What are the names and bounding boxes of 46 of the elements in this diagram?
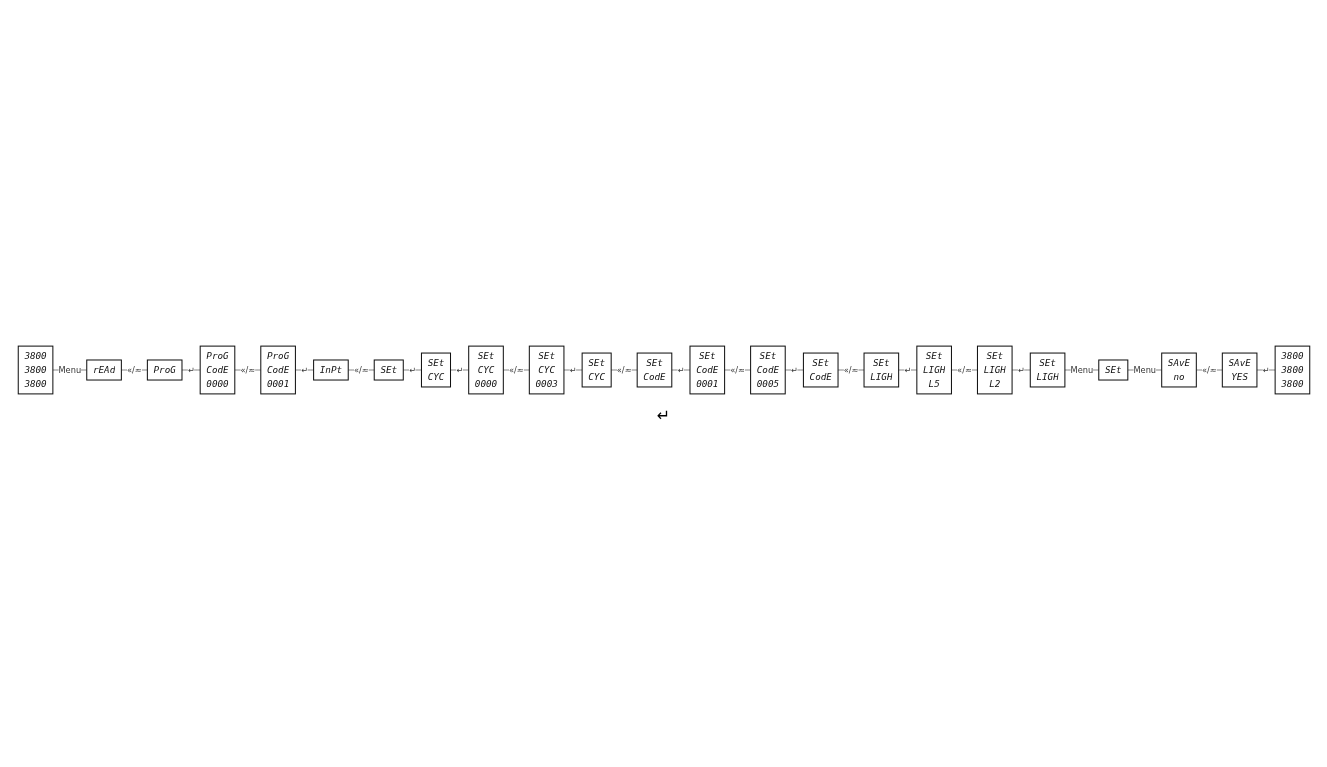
node-box: SAvE no [1160,352,1197,388]
node-box: SEt LIGH [1029,352,1065,388]
edge-label: ↵ [408,364,416,375]
edge-label: ↵ [300,364,308,375]
node-box: SEt CYC 0000 [467,345,504,395]
node-box: ProG [146,359,182,381]
node-box: ProG CodE 0000 [199,345,235,395]
node-box: SEt [373,359,404,381]
node-box: SEt LIGH [863,352,899,388]
node-box: SEt CodE 0005 [749,345,786,395]
edge-label: «/≈ [508,364,524,375]
edge-label: «/≈ [239,364,255,375]
edge-label: ↵ [569,364,576,375]
edge-label: «/≈ [616,364,632,375]
edge-label: ↵ [676,364,684,375]
edge-label: ↵ [1262,364,1269,375]
node-box: SEt CYC 0003 [528,345,564,395]
node-box: SEt CodE 0001 [688,345,725,395]
node-box: ProG CodE 0001 [259,345,296,395]
edge-label: «/≈ [729,364,745,375]
node-box: SAvE YES [1221,352,1257,388]
node-box: SEt CYC [581,352,612,388]
edge-label: Menu [1070,364,1093,375]
node-box: rEAd [85,359,122,381]
edge-label: «/≈ [843,364,858,375]
edge-label: ↵ [1017,364,1025,375]
edge-label: ↵ [455,364,463,375]
edge-label: ↵ [187,364,195,375]
key-symbol-label: ↵ [656,406,671,425]
edge-label: «/≈ [353,364,369,375]
edge-label: Menu [58,364,81,375]
edge-label: ↵ [903,364,911,375]
edge-label: «/≈ [1201,364,1217,375]
node-box: 3800 3800 3800 [17,345,53,395]
node-box: SEt CodE [802,352,839,388]
edge-label: «/≈ [126,364,142,375]
node-box: InPt [312,359,349,381]
node-box: 3800 3800 3800 [1274,345,1310,395]
node-box: SEt LIGH L2 [976,345,1013,395]
node-box: SEt CYC [420,352,451,388]
node-box: SEt CodE [636,352,672,388]
node-box: SEt LIGH L5 [915,345,952,395]
edge-label: ↵ [790,364,798,375]
node-box: SEt [1097,359,1128,381]
edge-label: Menu [1132,364,1156,375]
edge-label: «/≈ [956,364,972,375]
